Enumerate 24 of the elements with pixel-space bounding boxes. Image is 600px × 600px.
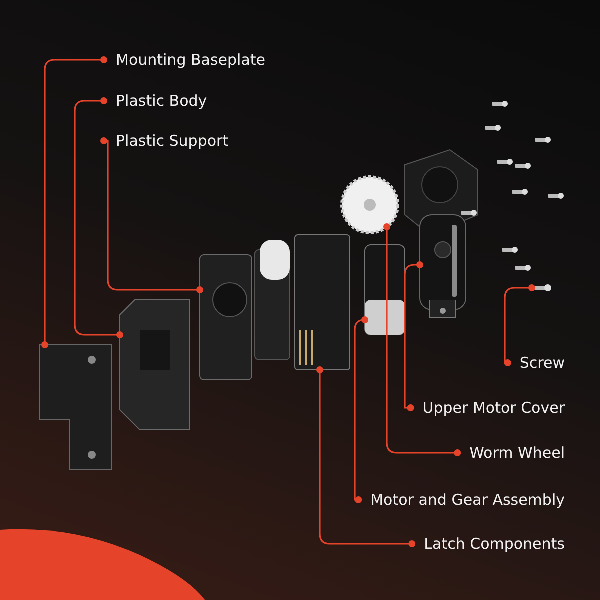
part-label: Mounting Baseplate xyxy=(104,50,266,70)
bracket-plate xyxy=(40,344,112,470)
motor-cylinder xyxy=(364,244,406,336)
part-label: Plastic Body xyxy=(104,91,208,111)
part-label: Upper Motor Cover xyxy=(410,398,565,418)
leader-line xyxy=(316,366,416,548)
leader-line xyxy=(354,316,368,504)
screw-icon xyxy=(532,284,552,292)
part-label: Worm Wheel xyxy=(458,443,565,463)
leader-line xyxy=(404,262,424,412)
leader-line xyxy=(504,284,536,366)
part-label: Plastic Support xyxy=(104,131,229,151)
leader-line xyxy=(384,224,462,456)
leader-line xyxy=(74,98,124,338)
part-label: Screw xyxy=(508,353,565,373)
leader-line xyxy=(42,56,108,348)
part-label: Latch Components xyxy=(412,534,565,554)
support-housing xyxy=(200,254,252,380)
part-label: Motor and Gear Assembly xyxy=(358,490,565,510)
cover-cylinder xyxy=(420,214,466,318)
housing-block xyxy=(120,300,190,430)
latch-assembly xyxy=(294,234,350,370)
gear-wheel xyxy=(340,176,400,234)
leader-line xyxy=(100,138,204,294)
